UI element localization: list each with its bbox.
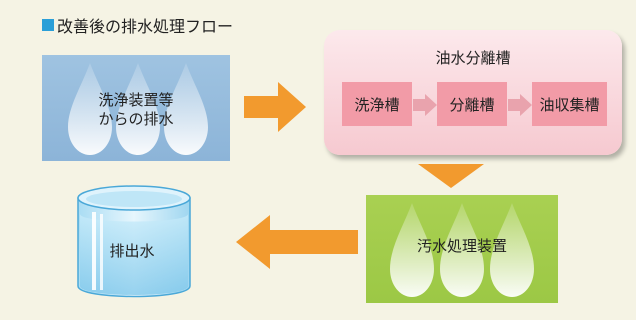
chevron-right-icon: [413, 94, 437, 116]
oil-separator-box: 油水分離槽 洗浄槽 分離槽 油収集槽: [324, 30, 622, 155]
title-text: 改善後の排水処理フロー: [57, 17, 234, 36]
title-square-icon: [42, 19, 54, 31]
source-label-line1: 洗浄装置等: [98, 91, 174, 109]
wastewater-treatment-box: 汚水処理装置: [366, 195, 558, 303]
water-drops-icon: [68, 63, 208, 155]
arrow-left-icon: [236, 215, 358, 269]
water-drops-icon: [390, 203, 534, 297]
oil-separator-title: 油水分離槽: [435, 49, 511, 67]
page-title: 改善後の排水処理フロー: [42, 13, 233, 37]
arrow-down-icon: [418, 164, 484, 188]
arrow-right-icon: [244, 82, 306, 132]
chevron-right-icon: [508, 94, 532, 116]
discharge-tank-icon: [77, 185, 191, 298]
step-oil-collection-tank: 油収集槽: [532, 82, 607, 126]
discharge-label: 排出水: [109, 242, 155, 260]
step-separation-tank: 分離槽: [437, 82, 507, 126]
source-label: 洗浄装置等 からの排水: [42, 91, 230, 129]
source-box: 洗浄装置等 からの排水: [42, 55, 230, 161]
step-washing-tank: 洗浄槽: [342, 82, 412, 126]
source-label-line2: からの排水: [98, 110, 174, 128]
wastewater-treatment-label: 汚水処理装置: [416, 237, 507, 255]
